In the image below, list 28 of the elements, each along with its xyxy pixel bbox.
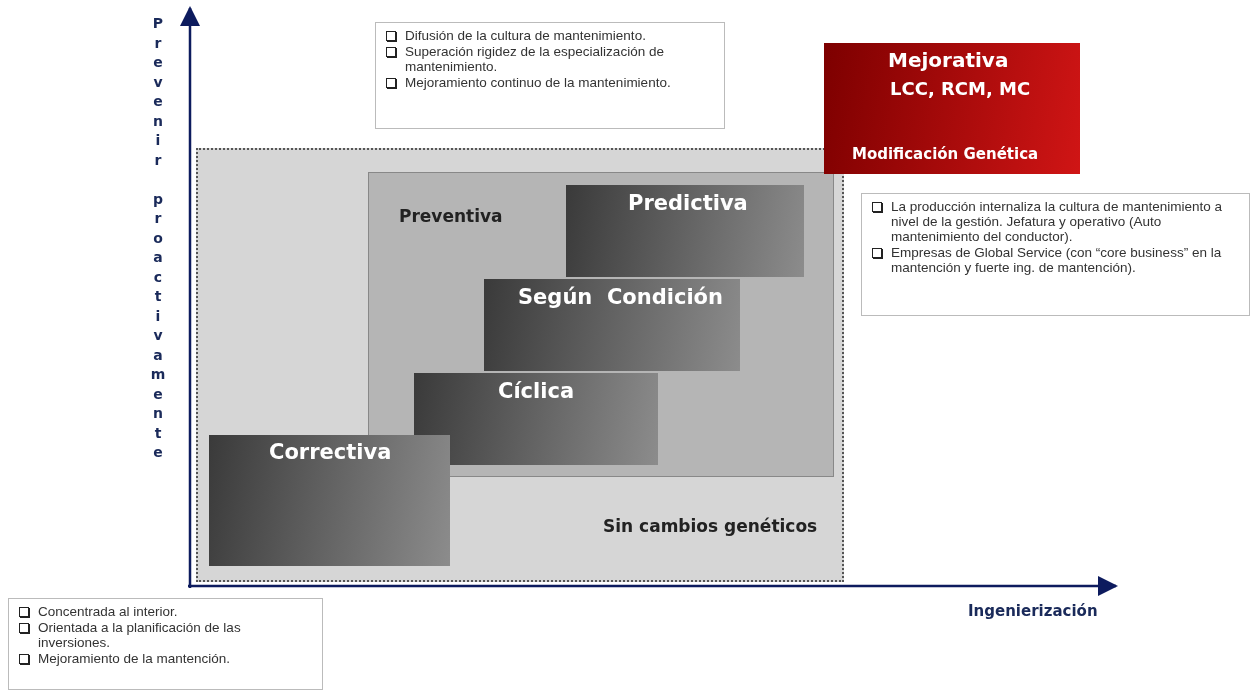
y-axis-label: Prevenir proactivamente [150, 15, 166, 464]
bullet-text: Mejoramiento de la mantención. [38, 651, 231, 666]
block-title: Mejorativa [888, 48, 1009, 72]
block-title: Preventiva [399, 206, 503, 226]
bullet-text: Superación rigidez de la especialización de mantenimiento. [405, 44, 665, 74]
bullet-text: Empresas de Global Service (con “core business” en la mantención y fuerte ing. de mantención). [891, 245, 1223, 275]
block-title: Predictiva [628, 191, 748, 215]
bullet-text: Difusión de la cultura de mantenimiento. [405, 28, 646, 43]
note-box [375, 22, 725, 129]
block-text: LCC, RCM, MC [890, 78, 1031, 99]
bullet-text: La producción internaliza la cultura de mantenimiento a nivel de la gestión. Jefatura y operativo (Auto mantenimiento del conductor). [891, 199, 1223, 244]
x-axis-label: Ingenierización [968, 602, 1098, 620]
block-title: Correctiva [269, 440, 392, 464]
block-title: Según Condición [518, 285, 723, 309]
stage-block [414, 373, 658, 465]
block-text: Modificación Genética [852, 145, 1039, 163]
outer-panel [196, 148, 844, 582]
bullet-text: Orientada a la planificación de las inversiones. [38, 620, 242, 650]
stage-block [209, 435, 450, 566]
improvement-block [824, 43, 1080, 174]
note-box [8, 598, 323, 690]
note-box [861, 193, 1250, 316]
block-title: Cíclica [498, 379, 575, 403]
bullet-text: Concentrada al interior. [38, 604, 178, 619]
stage-block [566, 185, 804, 277]
block-title: Sin cambios genéticos [603, 516, 818, 536]
bullet-text: Mejoramiento continuo de la mantenimiento. [405, 75, 671, 90]
stage-block [484, 279, 740, 371]
